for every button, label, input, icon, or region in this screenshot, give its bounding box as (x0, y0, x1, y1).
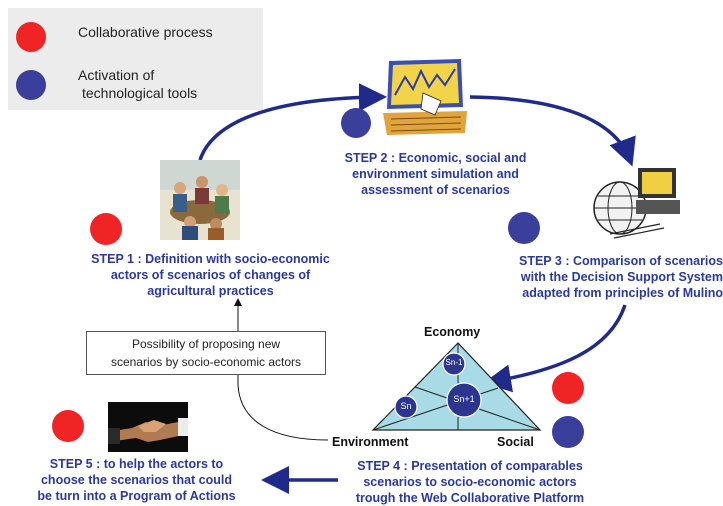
step3-line1: STEP 3 : Comparison of scenarios (519, 254, 723, 268)
triangle-label-environment: Environment (332, 435, 409, 449)
arrow-step2-to-step3 (469, 95, 636, 167)
step2-line2: environment simulation and (352, 167, 519, 181)
step4-text: STEP 4 : Presentation of comparables sce… (330, 458, 610, 506)
note-line1: Possibility of proposing new (131, 337, 281, 351)
step1-line1: STEP 1 : Definition with socio-economic (91, 252, 330, 266)
step5-text: STEP 5 : to help the actors to choose th… (14, 456, 259, 504)
step4-line2: scenarios to socio-economic actors (363, 475, 577, 489)
computer-simulation-illustration (383, 57, 468, 135)
scenario-label-sn-1: Sn-1 (445, 358, 463, 367)
red-dot-icon (16, 22, 46, 52)
step3-tech-dot-icon (508, 212, 540, 244)
step5-collab-dot-icon (52, 410, 84, 442)
new-scenarios-note: Possibility of proposing new scenarios b… (86, 331, 326, 375)
globe-computer-illustration (590, 160, 682, 240)
step2-line1: STEP 2 : Economic, social and (344, 151, 527, 165)
step1-text: STEP 1 : Definition with socio-economic … (58, 251, 363, 299)
step1-line2: actors of scenarios of changes of (110, 268, 311, 282)
step3-line2: with the Decision Support System (520, 270, 723, 284)
legend-label-collaborative: Collaborative process (78, 24, 213, 40)
triangle-diagram (371, 342, 542, 431)
triangle-label-economy: Economy (424, 325, 481, 339)
blue-dot-icon (16, 70, 46, 100)
scenario-circle-sn1 (446, 382, 482, 418)
step4-line3: trough the Web Collaborative Platform (355, 491, 585, 505)
meeting-illustration (160, 160, 240, 240)
step1-collab-dot-icon (90, 213, 122, 245)
step3-line3: adapted from principles of Mulino (522, 286, 723, 300)
step5-line1: STEP 5 : to help the actors to (49, 457, 224, 471)
scenario-circle-sn-1 (442, 352, 466, 376)
step2-line3: assessment of scenarios (361, 183, 510, 197)
arrow-step1-to-step2 (198, 83, 387, 161)
triangle-label-social: Social (497, 435, 534, 449)
scenario-label-sn: Sn (400, 401, 412, 411)
arrow-step3-to-step4 (483, 304, 627, 393)
step4-tech-dot-icon (552, 416, 584, 448)
legend-label-technological-2: technological tools (82, 85, 198, 101)
handshake-illustration (108, 402, 188, 452)
step5-line3: be turn into a Program of Actions (37, 489, 236, 503)
step1-line3: agricultural practices (147, 284, 274, 298)
arrow-feedback (234, 298, 329, 441)
step2-tech-dot-icon (341, 108, 371, 138)
legend: Collaborative process Activation of tech… (8, 8, 263, 110)
note-line2: scenarios by socio-economic actors (110, 355, 302, 369)
scenario-circle-sn (394, 395, 418, 419)
scenario-label-sn1: Sn+1 (453, 394, 475, 404)
step4-collab-dot-icon (552, 372, 584, 404)
legend-label-technological-1: Activation of (78, 67, 155, 83)
step3-text: STEP 3 : Comparison of scenarios with th… (492, 253, 723, 301)
step4-line1: STEP 4 : Presentation of comparables (357, 459, 583, 473)
step2-text: STEP 2 : Economic, social and environmen… (318, 150, 553, 198)
step5-line2: choose the scenarios that could (40, 473, 232, 487)
